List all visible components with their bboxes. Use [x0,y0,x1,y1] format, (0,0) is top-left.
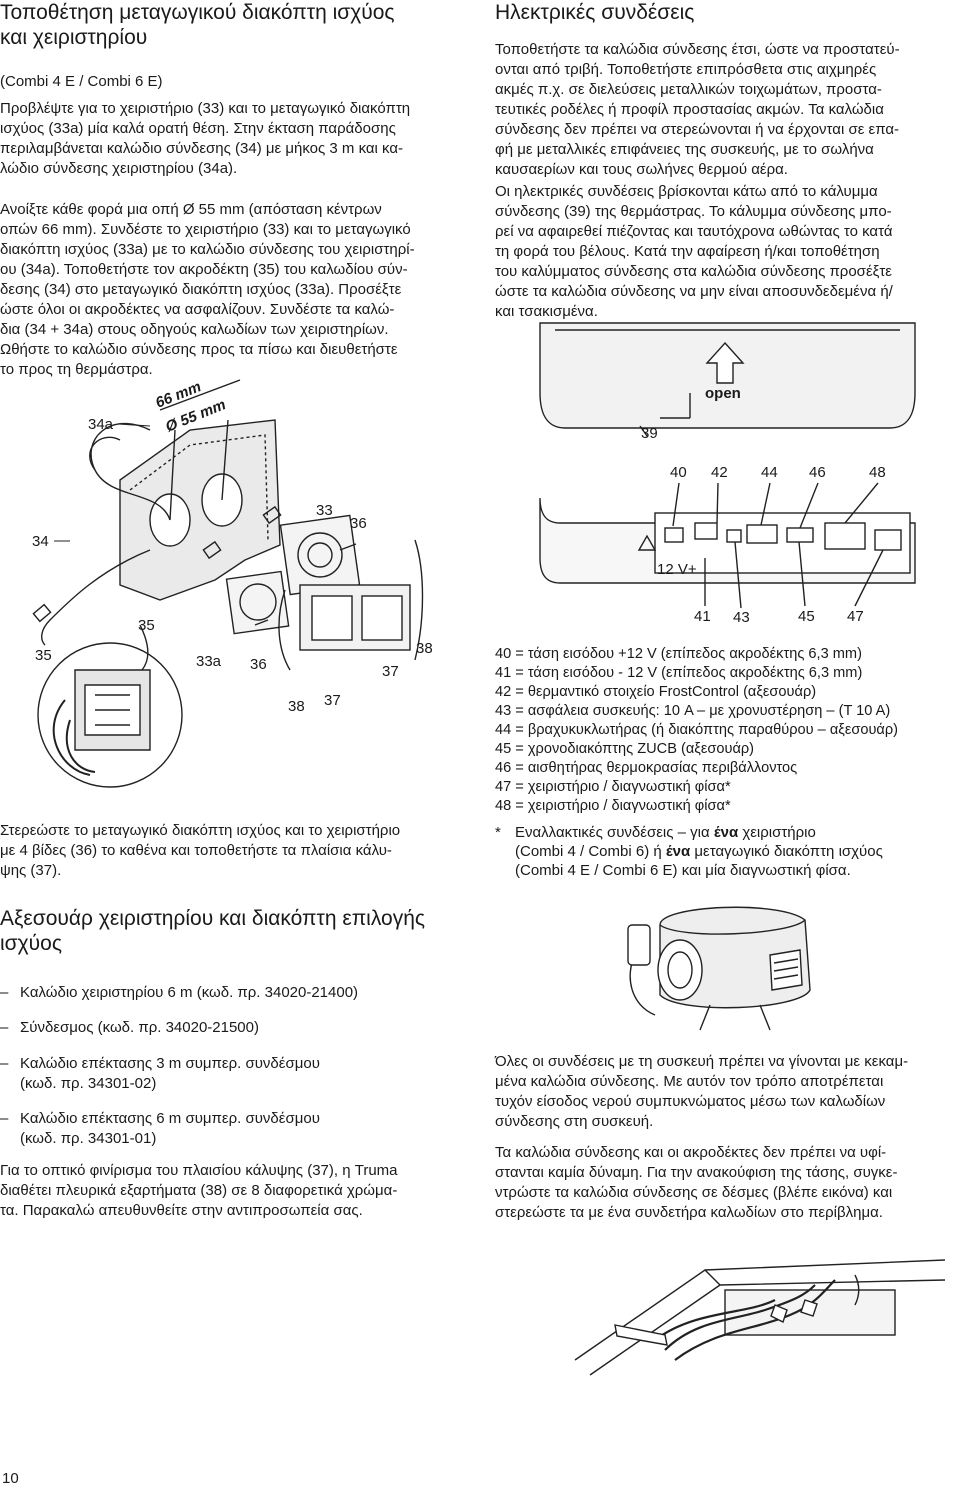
text-line: ψης (37). [0,862,62,879]
paragraph-mounting: Ανοίξτε κάθε φορά μια οπή Ø 55 mm (απόστ… [0,200,415,380]
connection-cover-diagram: open 39 40 42 44 46 48 41 43 45 47 12 V+ [539,322,916,626]
legend-item: 43 = ασφάλεια συσκευής: 10 A – με χρονυσ… [495,703,891,719]
text-line: σύνδεσης δεν πρέπει να στερεώνονται ή να… [495,121,900,138]
text-line: μένα καλώδια σύνδεσης. Με αυτόν τον τρόπ… [495,1073,884,1090]
accessories-title: Αξεσουάρ χειριστηρίου και διακόπτη επιλο… [0,906,470,956]
paragraph-side-parts: Για το οπτικό φινίρισμα του πλαισίου κάλ… [0,1161,398,1221]
text-line: ώστε τα καλώδια σύνδεσης να μην είναι απ… [495,283,893,300]
legend-item: 48 = χειριστήριο / διαγνωστική φίσα* [495,798,731,814]
paragraph-cable-routing: Τοποθετήστε τα καλώδια σύνδεσης έτσι, ώσ… [495,40,900,180]
voltage-label: 12 V+ [657,561,697,578]
text-line: ισχύος (33a) μία καλά ορατή θέση. Στην έ… [0,120,396,137]
legend-item: 46 = αισθητήρας θερμοκρασίας περιβάλλοντ… [495,760,798,776]
page-number: 10 [2,1470,19,1487]
text-line: Προβλέψτε για το χειριστήριο (33) και το… [0,100,411,117]
text-line: τυχόν είσοδος νερού συμπυκνώματος μέσω τ… [495,1093,886,1110]
text-line: περιλαμβάνεται καλώδιο σύνδεσης (34) με … [0,140,404,157]
paragraph-intro: Προβλέψτε για το χειριστήριο (33) και το… [0,99,410,179]
legend-item: 41 = τάση εισόδου - 12 V (επίπεδος ακροδ… [495,665,863,681]
text-line: και τσακισμένα. [495,303,598,320]
open-label: open [705,385,741,402]
footnote-star: * [495,824,501,841]
legend-item: 42 = θερμαντικό στοιχείο FrostControl (α… [495,684,817,700]
legend-item: 45 = χρονοδιακόπτης ZUCB (αξεσουάρ) [495,741,755,757]
text-line: Για το οπτικό φινίρισμα του πλαισίου κάλ… [0,1162,398,1179]
callout-38: 38 [416,640,433,657]
model-names: (Combi 4 E / Combi 6 E) [0,73,163,90]
text-line: σύνδεσης (39) της θερμάστρας. Το κάλυμμα… [495,203,892,220]
text-line: του καλύμματος σύνδεσης στα καλώδια σύνδ… [495,263,892,280]
text-line: διακόπτη ισχύος (33a) με το καλώδιο σύνδ… [0,241,415,258]
callout-45: 45 [798,608,815,625]
callout-48: 48 [869,464,886,481]
callout-34: 34 [32,533,49,550]
paragraph-strain-relief: Τα καλώδια σύνδεσης και οι ακροδέκτες δε… [495,1143,898,1223]
paragraph-bent-cables: Όλες οι συνδέσεις με τη συσκευή πρέπει ν… [495,1052,908,1132]
text-line: δια (34 + 34a) στους οδηγούς καλωδίων τω… [0,321,389,338]
text-line: καυσαερίων και τους σωλήνες θερμού αέρα. [495,161,788,178]
text-line: οπών 66 mm). Συνδέστε το χειριστήριο (33… [0,221,411,238]
paragraph-fixing: Στερεώστε το μεταγωγικό διακόπτη ισχύος … [0,821,400,881]
callout-39: 39 [641,425,658,442]
text-line: τευτικές ροδέλες ή προφίλ προστασίας ακμ… [495,101,884,118]
callout-42: 42 [711,464,728,481]
callout-44: 44 [761,464,778,481]
text-line: Ωθήστε το καλώδιο σύνδεσης προς τα πίσω … [0,341,398,358]
callout-37: 37 [382,663,399,680]
text-line: Τα καλώδια σύνδεσης και οι ακροδέκτες δε… [495,1144,887,1161]
text-line: Στερεώστε το μεταγωγικό διακόπτη ισχύος … [0,822,401,839]
callout-37: 37 [324,692,341,709]
installation-diagram: 66 mm Ø 55 mm 34a 34 33 36 35 35 33a 36 … [32,378,433,788]
heater-unit-illustration [627,906,811,1031]
text-line: τα. Παρακαλώ απευθυνθείτε στην αντιπροσω… [0,1202,363,1219]
text-line: Τοποθετήστε τα καλώδια σύνδεσης έτσι, ώσ… [495,41,900,58]
title-line: Αξεσουάρ χειριστηρίου και διακόπτη επιλο… [0,907,426,930]
text-line: σύνδεσης στη συσκευή. [495,1113,654,1130]
right-section-title: Ηλεκτρικές συνδέσεις [495,1,695,24]
title-line: ισχύος [0,932,62,955]
text-line: ακμές π.χ. σε διελεύσεις μεταλλικών τοιχ… [495,81,882,98]
callout-43: 43 [733,609,750,626]
text-line: ντρώστε τα καλώδια σύνδεσης σε δέσμες (β… [495,1184,893,1201]
text-line: Όλες οι συνδέσεις με τη συσκευή πρέπει ν… [495,1053,909,1070]
text-line: ου (34a). Τοποθετήστε τον ακροδέκτη (35)… [0,261,408,278]
callout-34a: 34a [88,416,114,433]
text-line: το προς τη θερμάστρα. [0,361,153,378]
terminal-legend: 40 = τάση εισόδου +12 V (επίπεδος ακροδέ… [495,645,898,816]
text-line: λώδιο σύνδεσης χειριστηρίου (34a). [0,160,238,177]
text-line: φή με μεταλλικές επιφάνειες της συσκευής… [495,141,874,158]
legend-item: 40 = τάση εισόδου +12 V (επίπεδος ακροδέ… [495,646,862,662]
text-line: με 4 βίδες (36) το καθένα και τοποθετήστ… [0,842,392,859]
legend-item: 44 = βραχυκυκλωτήρας (ή διακόπτης παραθύ… [495,722,899,738]
callout-47: 47 [847,608,864,625]
text-line: δεσης (34) στο μεταγωγικό διακόπτη ισχύο… [0,281,402,298]
callout-35: 35 [138,617,155,634]
callout-33: 33 [316,502,333,519]
legend-item: 47 = χειριστήριο / διαγνωστική φίσα* [495,779,731,795]
text-line: ονται από τριβή. Τοποθετήστε επιπρόσθετα… [495,61,877,78]
callout-36: 36 [350,515,367,532]
text-line: ρεί να αφαιρεθεί πιέζοντας και ταυτόχρον… [495,223,893,240]
callout-40: 40 [670,464,687,481]
title-line: Τοποθέτηση μεταγωγικού διακόπτη ισχύος [0,1,395,24]
cable-bundle-illustration [574,1259,946,1376]
text-line: στερεώστε τα με ένα συνδετήρα καλωδίων σ… [495,1204,883,1221]
paragraph-connection-cover: Οι ηλεκτρικές συνδέσεις βρίσκονται κάτω … [495,182,893,322]
text-line: Οι ηλεκτρικές συνδέσεις βρίσκονται κάτω … [495,183,878,200]
callout-33a: 33a [196,653,222,670]
text-line: διαθέτει πλευρικά εξαρτήματα (38) σε 8 δ… [0,1182,398,1199]
callout-35: 35 [35,647,52,664]
text-line: Ανοίξτε κάθε φορά μια οπή Ø 55 mm (απόστ… [0,201,382,218]
callout-38: 38 [288,698,305,715]
left-section-title: Τοποθέτηση μεταγωγικού διακόπτη ισχύος κ… [0,0,470,50]
title-line: και χειριστηρίου [0,26,148,49]
callout-36: 36 [250,656,267,673]
text-line: στανται καμία δύναμη. Για την ανακούφιση… [495,1164,898,1181]
text-line: τη φορά του βέλους. Κατά την αφαίρεση ή/… [495,243,880,260]
text-line: ώστε όλοι οι ακροδέκτες να ασφαλίζουν. Σ… [0,301,395,318]
callout-46: 46 [809,464,826,481]
callout-41: 41 [694,608,711,625]
